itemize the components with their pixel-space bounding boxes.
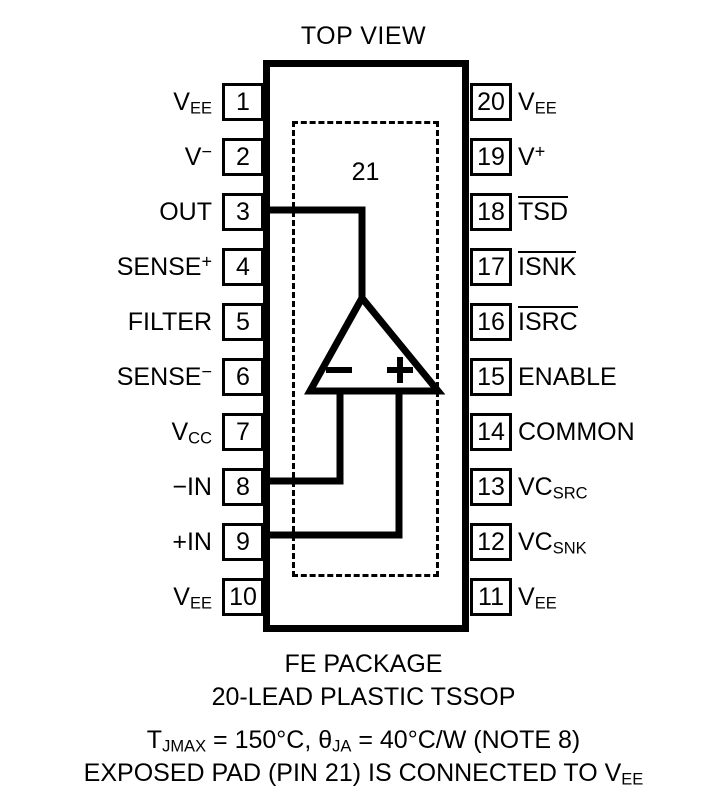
pin-label-12: VCSNK — [518, 528, 587, 558]
page-title: TOP VIEW — [300, 22, 427, 50]
pin-label-subscript: EE — [534, 99, 557, 118]
exposed-pad-note-subscript: EE — [621, 770, 644, 789]
pin-number-9: 9 — [222, 523, 264, 561]
theta-subscript: JA — [332, 737, 352, 756]
pin-label-13: VCSRC — [518, 473, 588, 503]
pin-label-10: VEE — [173, 583, 212, 613]
pin-label-1: VEE — [173, 88, 212, 118]
lead-description-caption: 20-LEAD PLASTIC TSSOP — [211, 683, 516, 711]
tjmax-value: = 150°C, — [206, 726, 319, 754]
pin-label-subscript: CC — [188, 429, 212, 448]
pin-label-17: ISNK — [518, 248, 727, 286]
pin-number-15: 15 — [470, 358, 512, 396]
pin-label-subscript: SRC — [552, 484, 588, 503]
pin-label-14: COMMON — [518, 418, 635, 446]
pin-number-4: 4 — [222, 248, 264, 286]
pin-label-subscript: EE — [189, 99, 212, 118]
pin-label-18: TSD — [518, 193, 727, 231]
pin-number-19: 19 — [470, 138, 512, 176]
pin-number-12: 12 — [470, 523, 512, 561]
pin-label-6: SENSE− — [116, 361, 212, 391]
pin-label-20: VEE — [518, 88, 557, 118]
pin-label-19: V+ — [518, 141, 546, 171]
theta-label: θ — [318, 726, 333, 754]
pin-label-5: FILTER — [127, 308, 212, 336]
pin-label-11: VEE — [518, 583, 557, 613]
pin-number-20: 20 — [470, 83, 512, 121]
pin-label-7: VCC — [171, 418, 212, 448]
pin-number-14: 14 — [470, 413, 512, 451]
pin-label-16: ISRC — [518, 303, 727, 341]
exposed-pad-number: 21 — [351, 158, 380, 186]
tjmax-label: T — [146, 726, 163, 754]
pin-label-9: +IN — [172, 528, 212, 556]
exposed-pad-note-text: EXPOSED PAD (PIN 21) IS CONNECTED TO V — [83, 759, 622, 787]
pin-number-1: 1 — [222, 83, 264, 121]
pin-label-superscript: − — [201, 141, 212, 162]
active-low-overline: ISRC — [518, 306, 578, 336]
pin-number-17: 17 — [470, 248, 512, 286]
pin-label-8: −IN — [172, 473, 212, 501]
pin-number-6: 6 — [222, 358, 264, 396]
pin-number-11: 11 — [470, 578, 512, 616]
pin-number-7: 7 — [222, 413, 264, 451]
exposed-pad-outline — [292, 121, 439, 577]
pin-label-subscript: SNK — [552, 539, 587, 558]
pin-number-2: 2 — [222, 138, 264, 176]
pin-number-13: 13 — [470, 468, 512, 506]
pin-number-18: 18 — [470, 193, 512, 231]
package-name-caption: FE PACKAGE — [284, 650, 443, 678]
pin-label-2: V− — [184, 141, 212, 171]
pin-label-subscript: EE — [189, 594, 212, 613]
pin-label-superscript: + — [534, 141, 546, 162]
pin-number-5: 5 — [222, 303, 264, 341]
pin-number-10: 10 — [222, 578, 264, 616]
pin-label-superscript: − — [201, 361, 212, 382]
pin-label-3: OUT — [159, 198, 212, 226]
exposed-pad-note-caption: EXPOSED PAD (PIN 21) IS CONNECTED TO VEE — [0, 759, 727, 788]
tjmax-subscript: JMAX — [162, 737, 207, 756]
pin-number-16: 16 — [470, 303, 512, 341]
pin-label-15: ENABLE — [518, 363, 617, 391]
active-low-overline: ISNK — [518, 251, 577, 281]
active-low-overline: TSD — [518, 196, 568, 226]
theta-value: = 40°C/W (NOTE 8) — [351, 726, 581, 754]
pin-label-subscript: EE — [534, 594, 557, 613]
pin-label-superscript: + — [201, 251, 212, 272]
pin-number-8: 8 — [222, 468, 264, 506]
pin-label-4: SENSE+ — [116, 251, 212, 281]
pin-number-3: 3 — [222, 193, 264, 231]
thermal-specs-caption: TJMAX = 150°C, θJA = 40°C/W (NOTE 8) — [0, 726, 727, 755]
